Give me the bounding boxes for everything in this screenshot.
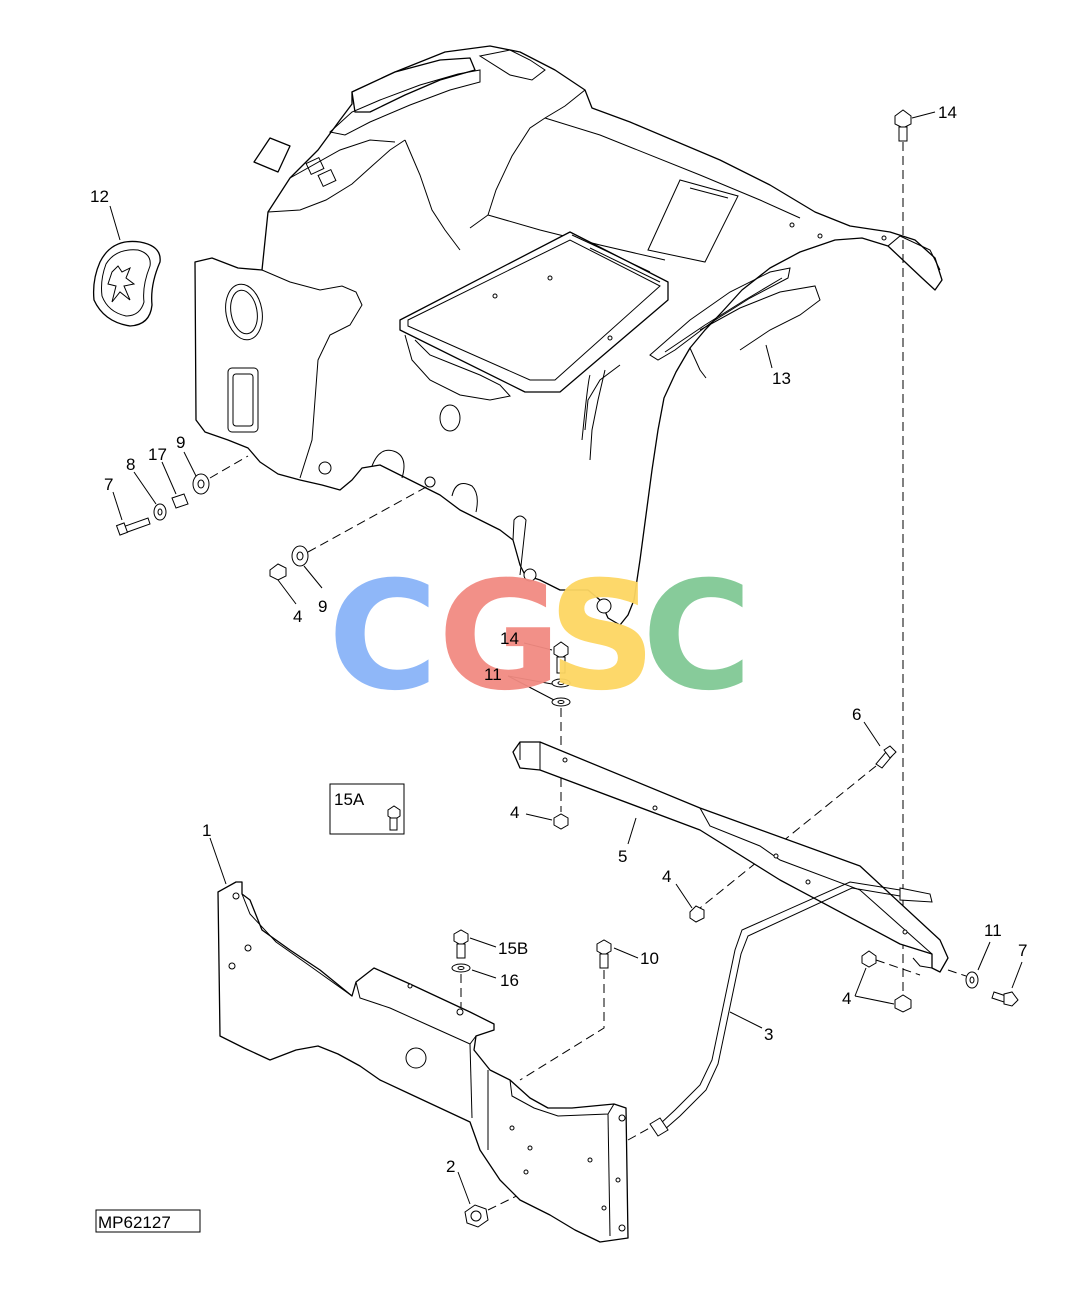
callout-15a: 15A (334, 790, 365, 809)
figure-id: MP62127 (95, 1209, 201, 1233)
callout-13: 13 (772, 369, 791, 388)
watermark: C G S C (328, 550, 752, 724)
callout-2: 2 (446, 1157, 455, 1176)
callout-12: 12 (90, 187, 109, 206)
leader-lines (109, 111, 1023, 1205)
callout-1: 1 (202, 821, 211, 840)
callouts: 12 13 14 7 8 17 9 4 9 14 11 6 15A 4 5 1 … (90, 103, 1027, 1176)
callout-9-bottom: 9 (318, 597, 327, 616)
watermark-letter-s: S (548, 550, 656, 724)
callout-17: 17 (148, 445, 167, 464)
callout-3: 3 (764, 1025, 773, 1044)
callout-4-left: 4 (293, 607, 302, 626)
callout-4-rod: 4 (662, 867, 671, 886)
callout-6: 6 (852, 705, 861, 724)
figure-id-label: MP62127 (98, 1213, 171, 1232)
callout-15b: 15B (498, 939, 528, 958)
fender-deck (194, 45, 943, 626)
watermark-letter-g: G (438, 550, 561, 724)
callout-8: 8 (126, 455, 135, 474)
watermark-letter-c2: C (642, 550, 752, 724)
callout-9-top: 9 (176, 433, 185, 452)
callout-11-center: 11 (484, 665, 502, 684)
callout-7-right: 7 (1018, 941, 1027, 960)
callout-16: 16 (500, 971, 519, 990)
callout-4-center: 4 (510, 803, 519, 822)
hardware (115, 109, 1019, 1228)
callout-14-center: 14 (500, 629, 519, 648)
watermark-letter-c1: C (328, 550, 438, 724)
callout-14-top: 14 (938, 103, 957, 122)
callout-10: 10 (640, 949, 659, 968)
front-panel (217, 881, 629, 1243)
support-bracket (512, 741, 949, 973)
callout-11-right: 11 (984, 921, 1002, 940)
control-rod (649, 881, 933, 1137)
callout-4-right: 4 (842, 989, 851, 1008)
callout-5: 5 (618, 847, 627, 866)
callout-7-left: 7 (104, 475, 113, 494)
logo-decal (92, 240, 161, 327)
deer-logo-icon (107, 265, 136, 303)
